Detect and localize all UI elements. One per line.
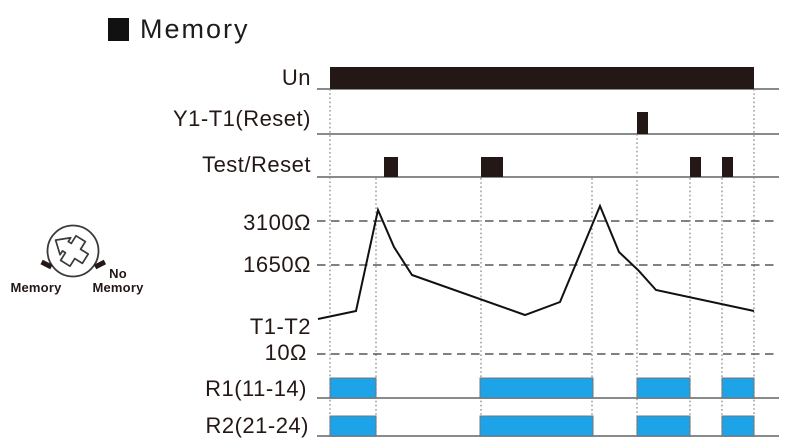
knob-label-no-memory-line2: Memory	[92, 280, 144, 295]
relay-bar-r1	[479, 377, 594, 399]
signal-label-y1-t1: Y1-T1(Reset)	[172, 106, 311, 131]
knob-label-no-memory: No Memory	[86, 267, 150, 295]
signal-label-un: Un	[281, 65, 311, 90]
signal-label-r1: R1(11-14)	[205, 376, 307, 401]
signal-label-t1-t2: T1-T2	[249, 314, 311, 339]
signal-pulse-test	[722, 157, 733, 177]
resistance-curve	[317, 203, 755, 320]
memory-knob-icon	[40, 224, 107, 278]
knob-tick-right	[93, 259, 107, 270]
knob-label-memory: Memory	[10, 280, 62, 295]
relay-bar-r2	[479, 415, 594, 437]
signal-pulse-un	[330, 67, 754, 89]
relay-bar-r2	[721, 415, 755, 437]
signal-pulse-y1t1	[637, 112, 648, 134]
level-label-1650-ohm: 1650Ω	[243, 252, 311, 277]
level-label-3100-ohm: 3100Ω	[243, 210, 311, 235]
signal-label-test-reset: Test/Reset	[202, 152, 311, 177]
signal-pulse-test	[690, 157, 701, 177]
relay-bar-r1	[329, 377, 377, 399]
signal-label-r2: R2(21-24)	[205, 413, 309, 438]
knob-label-no-memory-line1: No	[109, 266, 127, 281]
relay-bar-r2	[329, 415, 377, 437]
knob-tick-left	[40, 259, 53, 270]
level-label-10-ohm: 10Ω	[264, 340, 307, 365]
relay-bar-r1	[636, 377, 691, 399]
knob-cross-arrow-icon	[54, 234, 90, 268]
relay-bar-r2	[636, 415, 691, 437]
signal-pulse-test	[481, 157, 503, 177]
page-title: Memory	[108, 14, 250, 45]
title-square-bullet-icon	[108, 18, 129, 41]
signal-pulse-test	[384, 157, 398, 177]
title-text: Memory	[140, 14, 250, 44]
relay-bar-r1	[721, 377, 755, 399]
